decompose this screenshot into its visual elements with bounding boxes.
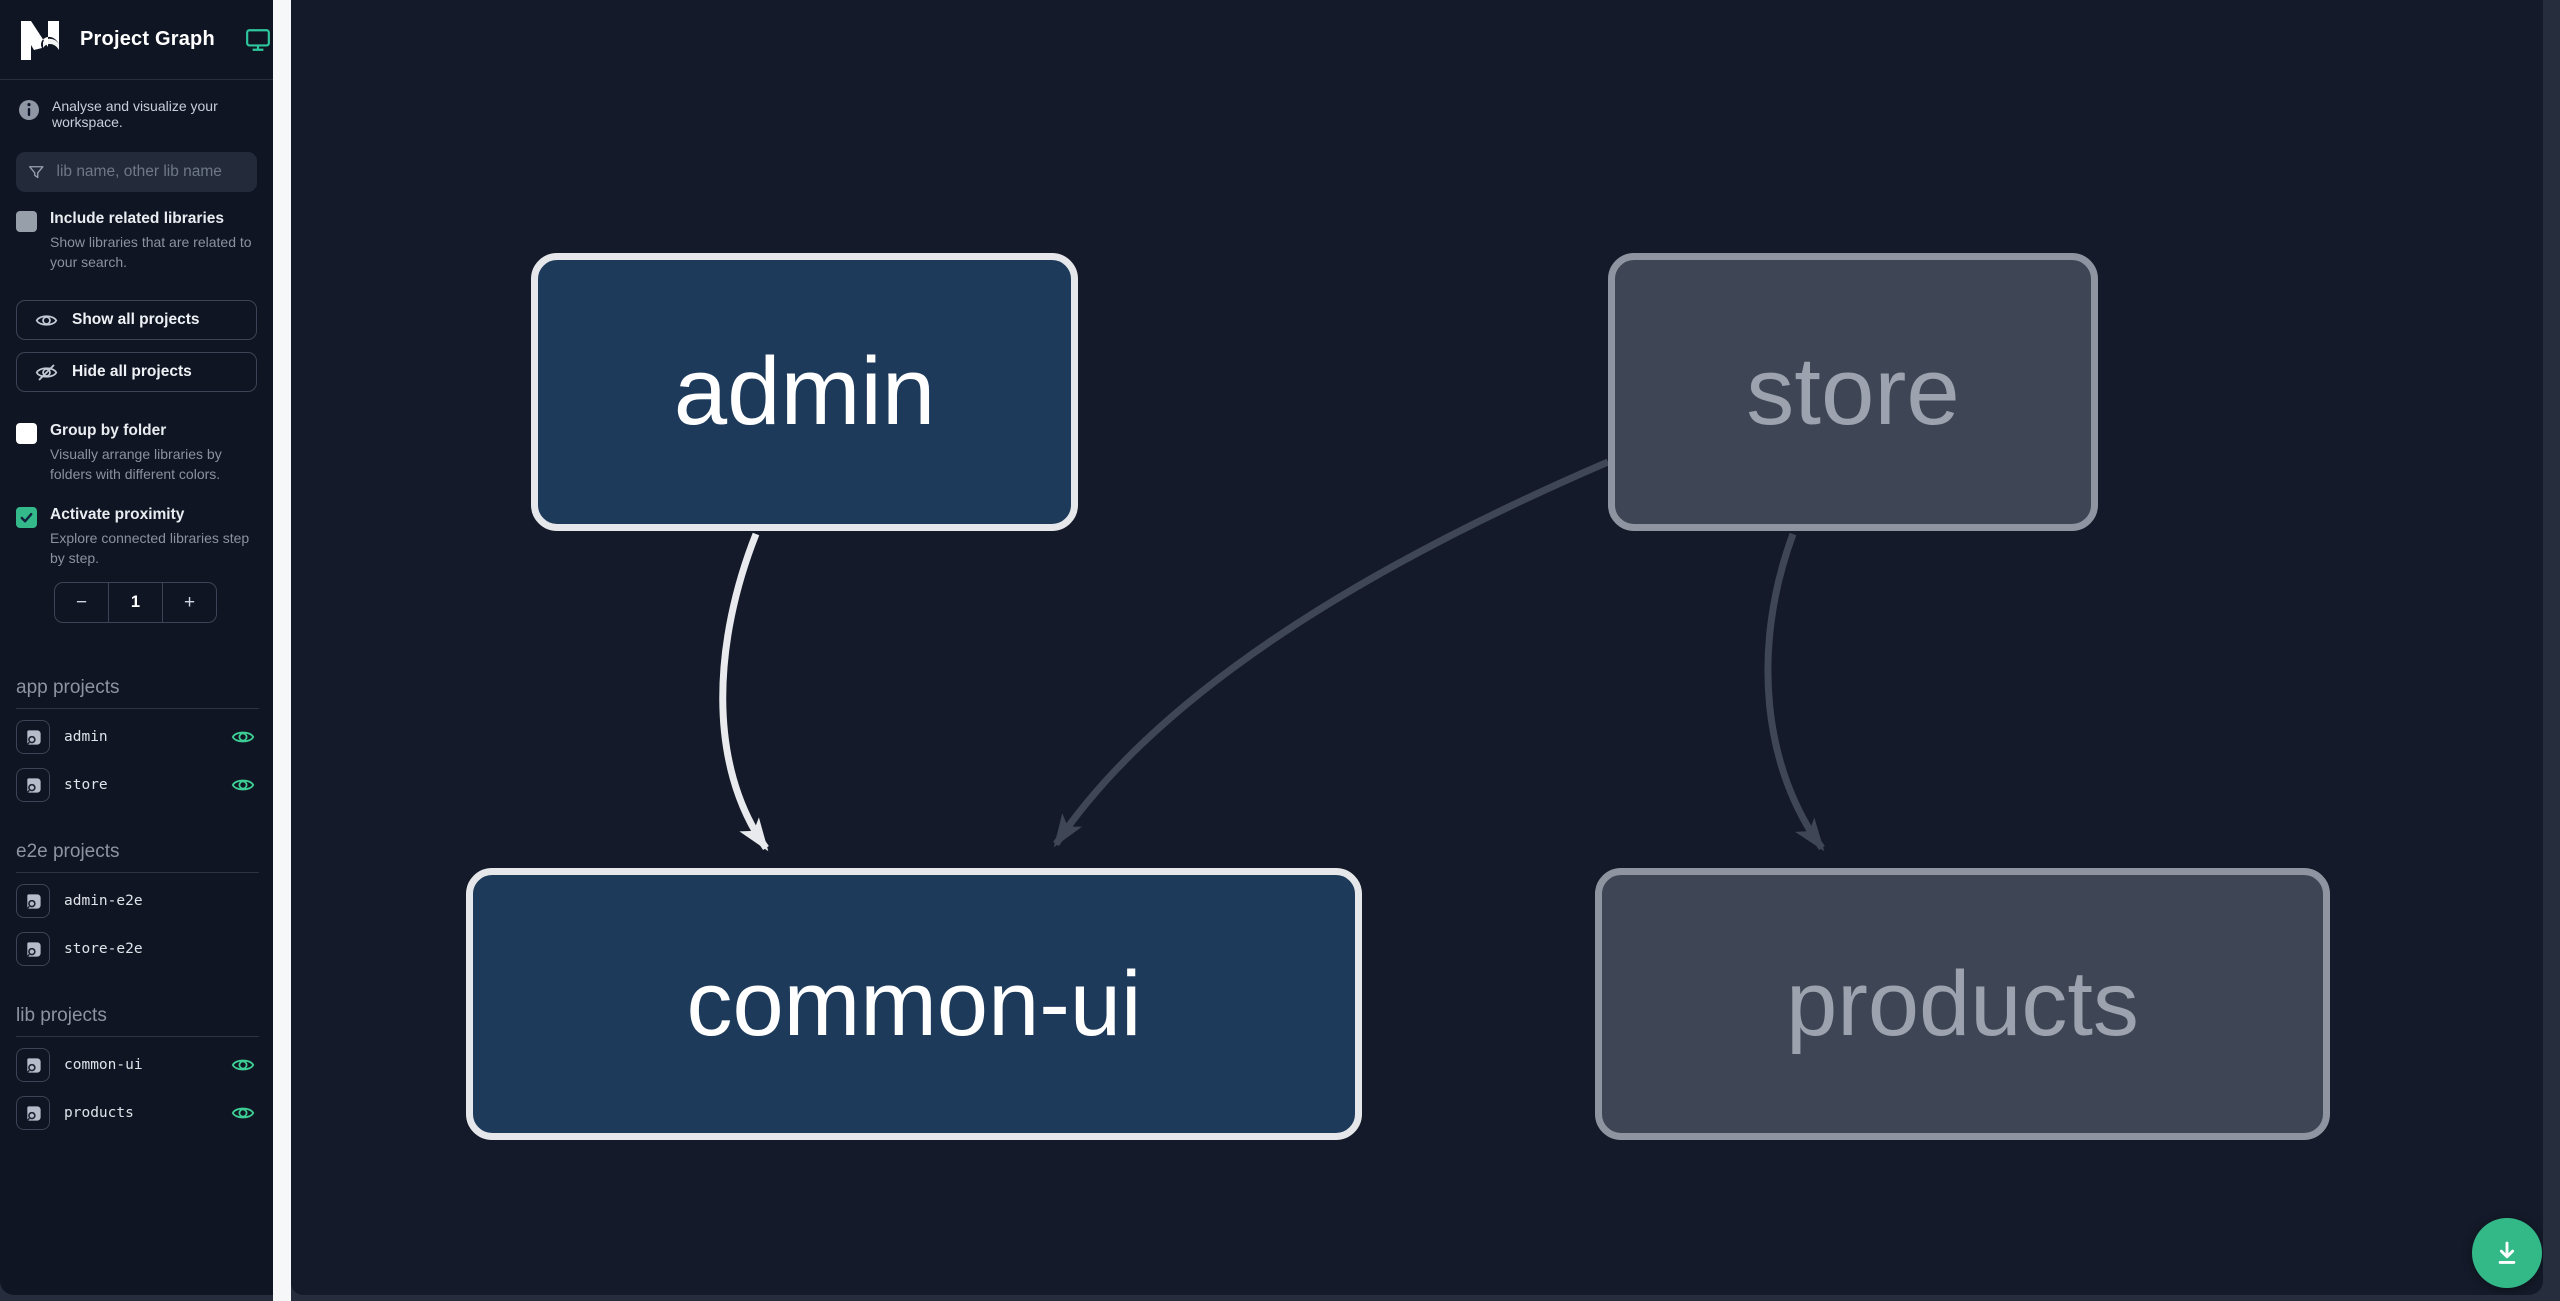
toggle-visibility-button[interactable] — [231, 1101, 255, 1125]
graph-node-products[interactable]: products — [1595, 868, 2330, 1140]
download-icon — [2498, 1241, 2516, 1264]
project-name: products — [64, 1105, 134, 1121]
include-related-row: Include related libraries Show libraries… — [0, 210, 273, 272]
project-list-item: products — [16, 1093, 259, 1133]
graph-node-label: common-ui — [686, 952, 1142, 1055]
project-name: common-ui — [64, 1057, 143, 1073]
graph-node-label: admin — [673, 338, 936, 445]
proximity-increment-button[interactable]: + — [162, 583, 216, 622]
project-list-item: common-ui — [16, 1045, 259, 1085]
proximity-stepper: − 1 + — [54, 582, 217, 623]
proximity-value: 1 — [108, 583, 162, 622]
toggle-visibility-button[interactable] — [231, 1053, 255, 1077]
graph-edge-store-to-products[interactable] — [1764, 532, 1825, 852]
graph-edge-store-to-common-ui[interactable] — [1053, 458, 1610, 848]
graph-node-common-ui[interactable]: common-ui — [466, 868, 1362, 1140]
activate-proximity-description: Explore connected libraries step by step… — [50, 530, 250, 566]
project-name: store-e2e — [64, 941, 143, 957]
project-focus-icon — [26, 1057, 41, 1073]
sidebar: Project Graph Analyse and visualize your… — [0, 0, 273, 1295]
project-list-item: store — [16, 765, 259, 805]
project-list-item: store-e2e — [16, 929, 259, 969]
graph-node-store[interactable]: store — [1608, 253, 2098, 531]
project-section-heading: app projects — [16, 677, 120, 698]
project-sections: app projects admin store e2e projects ad… — [0, 677, 273, 1133]
group-by-folder-label: Group by folder — [50, 422, 167, 439]
search-box — [16, 152, 257, 192]
focus-project-button[interactable] — [16, 884, 50, 918]
project-name: admin-e2e — [64, 893, 143, 909]
group-by-folder-row: Group by folder Visually arrange librari… — [0, 422, 273, 484]
filter-icon — [28, 165, 44, 178]
info-icon — [19, 100, 39, 120]
activate-proximity-checkbox[interactable] — [16, 507, 37, 528]
project-focus-icon — [26, 729, 41, 745]
visibility-eye-icon — [231, 731, 255, 743]
app-title: Project Graph — [80, 28, 215, 50]
include-related-checkbox[interactable] — [16, 211, 37, 232]
visibility-eye-icon — [231, 1059, 255, 1071]
focus-project-button[interactable] — [16, 932, 50, 966]
project-name: store — [64, 777, 108, 793]
section-divider — [16, 1036, 259, 1037]
project-section-heading: e2e projects — [16, 841, 120, 862]
show-all-projects-button[interactable]: Show all projects — [16, 300, 257, 340]
group-by-folder-description: Visually arrange libraries by folders wi… — [50, 446, 222, 482]
sidebar-header: Project Graph — [0, 0, 273, 80]
focus-project-button[interactable] — [16, 1096, 50, 1130]
show-all-label: Show all projects — [72, 311, 200, 328]
focus-project-button[interactable] — [16, 1048, 50, 1082]
download-image-button[interactable] — [2472, 1218, 2542, 1288]
section-divider — [16, 708, 259, 709]
section-divider — [16, 872, 259, 873]
eye-icon — [35, 314, 58, 326]
project-focus-icon — [26, 777, 41, 793]
graph-node-label: products — [1786, 952, 2139, 1055]
project-list-item: admin-e2e — [16, 881, 259, 921]
tagline-text: Analyse and visualize your workspace. — [52, 98, 218, 130]
hide-all-label: Hide all projects — [72, 363, 192, 380]
focus-project-button[interactable] — [16, 720, 50, 754]
visibility-eye-icon — [231, 779, 255, 791]
hide-all-projects-button[interactable]: Hide all projects — [16, 352, 257, 392]
project-list-item: admin — [16, 717, 259, 757]
graph-node-admin[interactable]: admin — [531, 253, 1078, 531]
graph-edge-admin-to-common-ui[interactable] — [719, 532, 769, 852]
tagline-row: Analyse and visualize your workspace. — [0, 80, 273, 130]
toggle-visibility-button[interactable] — [231, 773, 255, 797]
graph-canvas[interactable]: admin store common-ui products — [291, 0, 2543, 1295]
toggle-visibility-button[interactable] — [231, 725, 255, 749]
project-name: admin — [64, 729, 108, 745]
activate-proximity-row: Activate proximity Explore connected lib… — [0, 506, 273, 568]
eye-off-icon — [35, 363, 58, 381]
monitor-icon[interactable] — [245, 27, 271, 53]
include-related-label: Include related libraries — [50, 210, 225, 227]
check-icon — [20, 513, 33, 523]
include-related-description: Show libraries that are related to your … — [50, 234, 252, 270]
search-input[interactable] — [56, 163, 245, 181]
group-by-folder-checkbox[interactable] — [16, 423, 37, 444]
activate-proximity-label: Activate proximity — [50, 506, 185, 523]
graph-node-label: store — [1746, 338, 1960, 445]
project-section-heading: lib projects — [16, 1005, 107, 1026]
visibility-eye-icon — [231, 1107, 255, 1119]
proximity-decrement-button[interactable]: − — [55, 583, 108, 622]
graph-edges — [719, 458, 1825, 852]
project-focus-icon — [26, 941, 41, 957]
project-focus-icon — [26, 893, 41, 909]
nx-logo-icon — [21, 20, 59, 60]
project-focus-icon — [26, 1105, 41, 1121]
panel-resizer[interactable] — [273, 0, 291, 1301]
focus-project-button[interactable] — [16, 768, 50, 802]
